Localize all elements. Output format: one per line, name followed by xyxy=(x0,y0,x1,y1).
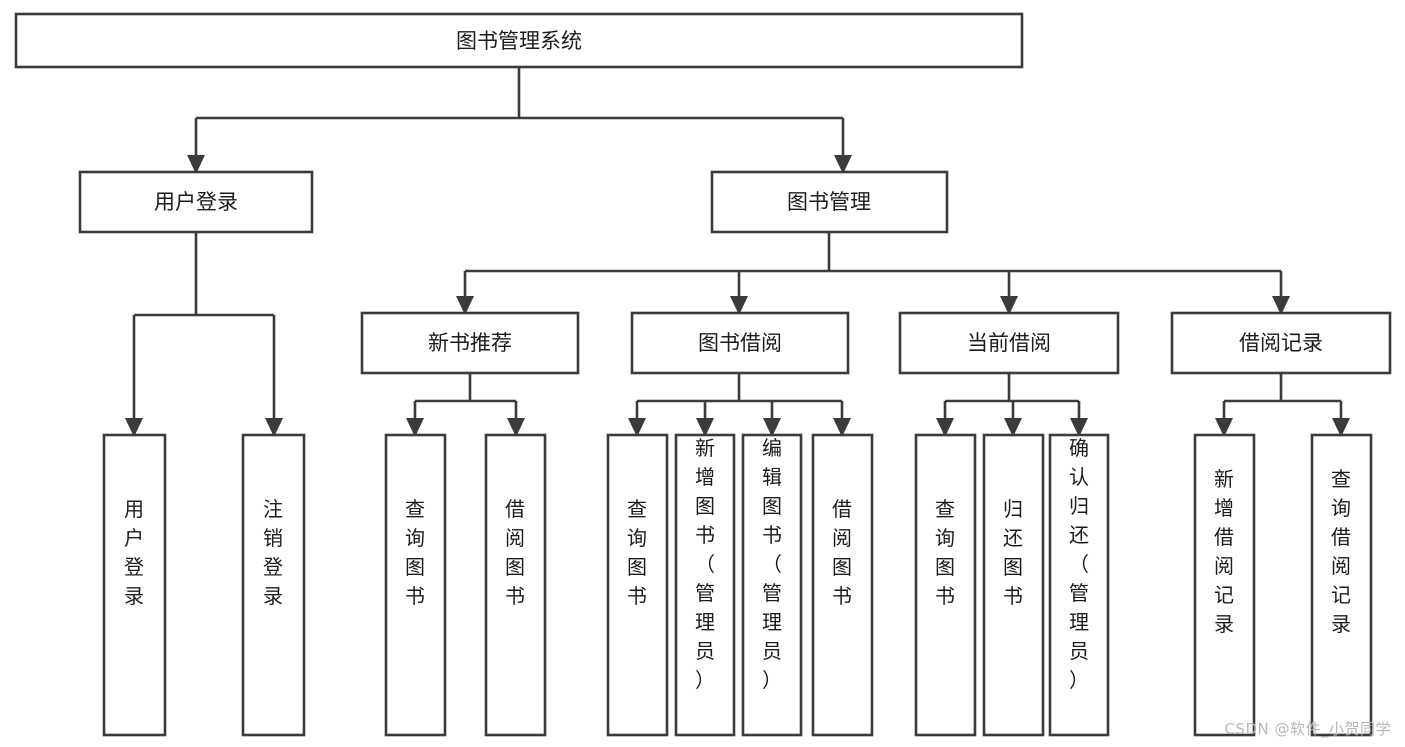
leaf-user-login-1[interactable]: 注销登录 xyxy=(241,433,306,737)
connectors-book-manage xyxy=(456,232,1290,315)
leaf-label: 查询图书 xyxy=(405,497,425,608)
leaf-label: 新增图书（管理员） xyxy=(695,436,715,692)
leaf-label: 确认归还（管理员） xyxy=(1069,436,1089,692)
leaf-label: 注销登录 xyxy=(263,497,283,608)
node-new-book-recommend-label: 新书推荐 xyxy=(428,331,512,355)
leaf-borrow-record-1[interactable]: 查询借阅记录 xyxy=(1310,433,1373,737)
node-user-login[interactable]: 用户登录 xyxy=(78,170,314,234)
leaf-label: 查询图书 xyxy=(935,497,955,608)
connectors-current-borrow xyxy=(936,373,1088,437)
leaf-borrow-record-0[interactable]: 新增借阅记录 xyxy=(1193,433,1256,737)
leaf-new-book-recommend-0[interactable]: 查询图书 xyxy=(384,433,447,737)
node-root[interactable]: 图书管理系统 xyxy=(14,12,1024,69)
leaf-current-borrow-1[interactable]: 归还图书 xyxy=(982,433,1045,737)
connectors-borrow-record xyxy=(1215,373,1350,437)
connectors-user-login xyxy=(125,232,283,437)
leaf-label: 借阅图书 xyxy=(832,497,852,608)
node-current-borrow[interactable]: 当前借阅 xyxy=(898,311,1120,375)
node-borrow-record[interactable]: 借阅记录 xyxy=(1170,311,1392,375)
node-borrow-record-label: 借阅记录 xyxy=(1239,331,1323,355)
node-new-book-recommend[interactable]: 新书推荐 xyxy=(360,311,580,375)
connectors-book-borrow xyxy=(628,373,851,437)
node-current-borrow-label: 当前借阅 xyxy=(967,331,1051,355)
leaf-current-borrow-2[interactable]: 确认归还（管理员） xyxy=(1048,433,1110,737)
node-root-label: 图书管理系统 xyxy=(456,29,582,53)
leaf-user-login-0[interactable]: 用户登录 xyxy=(102,433,167,737)
leaf-label: 编辑图书（管理员） xyxy=(762,436,782,692)
leaf-label: 查询借阅记录 xyxy=(1331,467,1351,636)
node-book-manage-label: 图书管理 xyxy=(787,190,871,214)
leaf-book-borrow-3[interactable]: 借阅图书 xyxy=(811,433,874,737)
connectors-new-book xyxy=(406,373,525,437)
connectors-root xyxy=(187,67,852,174)
leaf-label: 查询图书 xyxy=(627,497,647,608)
node-book-borrow-label: 图书借阅 xyxy=(698,331,782,355)
leaf-current-borrow-0[interactable]: 查询图书 xyxy=(914,433,977,737)
leaf-book-borrow-2[interactable]: 编辑图书（管理员） xyxy=(741,433,803,737)
leaf-book-borrow-1[interactable]: 新增图书（管理员） xyxy=(674,433,736,737)
node-user-login-label: 用户登录 xyxy=(154,190,238,214)
leaf-label: 归还图书 xyxy=(1003,497,1023,608)
leaf-label: 借阅图书 xyxy=(505,497,525,608)
node-book-manage[interactable]: 图书管理 xyxy=(710,170,949,234)
leaf-label: 用户登录 xyxy=(124,497,144,608)
leaf-book-borrow-0[interactable]: 查询图书 xyxy=(606,433,669,737)
leaf-label: 新增借阅记录 xyxy=(1214,467,1234,636)
leaf-new-book-recommend-1[interactable]: 借阅图书 xyxy=(484,433,547,737)
node-book-borrow[interactable]: 图书借阅 xyxy=(630,311,850,375)
